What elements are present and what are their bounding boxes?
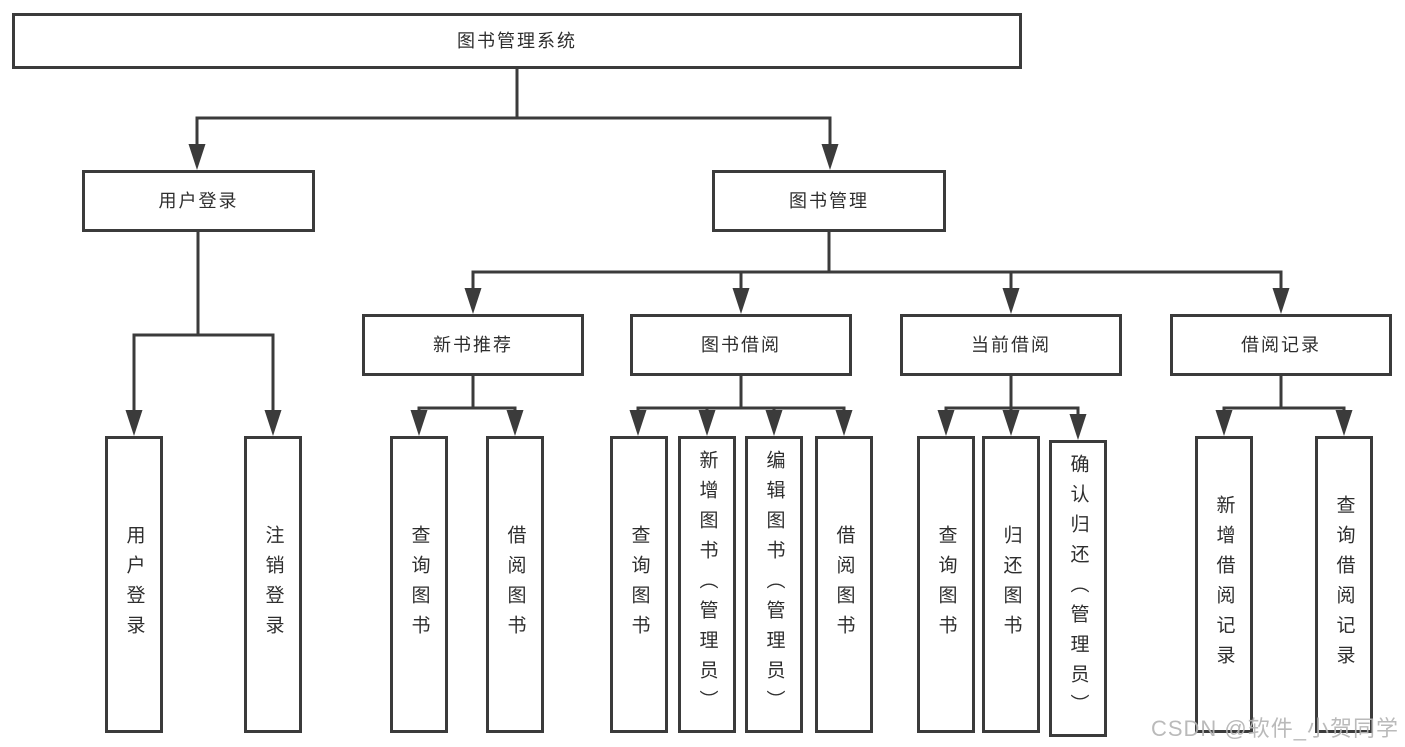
leaf-add-borrow-record: 新增借阅记录: [1195, 436, 1253, 733]
node-label: 新增借阅记录: [1213, 494, 1235, 675]
node-user-login: 用户登录: [82, 170, 315, 232]
arrow-down-icon: [1002, 288, 1020, 314]
arrow-down-icon: [765, 410, 783, 436]
leaf-borrow-books: 借阅图书: [815, 436, 873, 733]
node-label: 新书推荐: [433, 335, 513, 355]
arrow-down-icon: [1335, 410, 1353, 436]
arrow-down-icon: [1069, 414, 1087, 440]
leaf-query-books-current: 查询图书: [917, 436, 975, 733]
node-label: 确认归还（管理员）: [1067, 453, 1089, 724]
node-label: 用户登录: [158, 191, 239, 211]
arrow-down-icon: [1215, 410, 1233, 436]
leaf-confirm-return-admin: 确认归还（管理员）: [1049, 440, 1107, 737]
node-label: 图书借阅: [701, 335, 781, 355]
arrow-down-icon: [821, 144, 839, 170]
node-label: 当前借阅: [971, 335, 1051, 355]
node-label: 注销登录: [262, 524, 284, 645]
connector-root-to-level2: [188, 69, 839, 170]
node-current-borrow: 当前借阅: [900, 314, 1122, 376]
connector-user-login-branch: [125, 232, 282, 436]
node-label: 查询借阅记录: [1333, 494, 1355, 675]
arrow-down-icon: [264, 410, 282, 436]
node-label: 借阅记录: [1241, 335, 1321, 355]
leaf-query-borrow-record: 查询借阅记录: [1315, 436, 1373, 733]
node-label: 图书管理: [789, 191, 869, 211]
arrow-down-icon: [506, 410, 524, 436]
node-label: 查询图书: [935, 524, 957, 645]
leaf-query-books-borrow: 查询图书: [610, 436, 668, 733]
node-label: 查询图书: [408, 524, 430, 645]
arrow-down-icon: [732, 288, 750, 314]
node-label: 借阅图书: [833, 524, 855, 645]
arrow-down-icon: [464, 288, 482, 314]
node-root: 图书管理系统: [12, 13, 1022, 69]
leaf-edit-book-admin: 编辑图书（管理员）: [745, 436, 803, 733]
leaf-logout: 注销登录: [244, 436, 302, 733]
node-label: 查询图书: [628, 524, 650, 645]
arrow-down-icon: [835, 410, 853, 436]
arrow-down-icon: [629, 410, 647, 436]
watermark: CSDN @软件_小贺同学: [1150, 716, 1399, 741]
leaf-query-books-recommend: 查询图书: [390, 436, 448, 733]
connector-borrow-records-branch: [1215, 376, 1353, 436]
node-label: 编辑图书（管理员）: [763, 449, 785, 720]
node-label: 新增图书（管理员）: [696, 449, 718, 720]
leaf-add-book-admin: 新增图书（管理员）: [678, 436, 736, 733]
node-label: 借阅图书: [504, 524, 526, 645]
leaf-borrow-books-recommend: 借阅图书: [486, 436, 544, 733]
arrow-down-icon: [410, 410, 428, 436]
connector-current-borrow-branch: [937, 376, 1087, 440]
arrow-down-icon: [188, 144, 206, 170]
node-book-management: 图书管理: [712, 170, 946, 232]
node-new-book-recommend: 新书推荐: [362, 314, 584, 376]
node-label: 图书管理系统: [457, 31, 577, 51]
connector-book-borrow-branch: [629, 376, 853, 436]
connector-book-management-to-level3: [464, 232, 1290, 314]
node-borrow-records: 借阅记录: [1170, 314, 1392, 376]
leaf-user-login: 用户登录: [105, 436, 163, 733]
node-book-borrow: 图书借阅: [630, 314, 852, 376]
node-label: 用户登录: [123, 524, 145, 645]
arrow-down-icon: [1002, 410, 1020, 436]
arrow-down-icon: [698, 410, 716, 436]
arrow-down-icon: [125, 410, 143, 436]
arrow-down-icon: [1272, 288, 1290, 314]
connector-new-book-recommend-branch: [410, 376, 524, 436]
leaf-return-books: 归还图书: [982, 436, 1040, 733]
arrow-down-icon: [937, 410, 955, 436]
node-label: 归还图书: [1000, 524, 1022, 645]
